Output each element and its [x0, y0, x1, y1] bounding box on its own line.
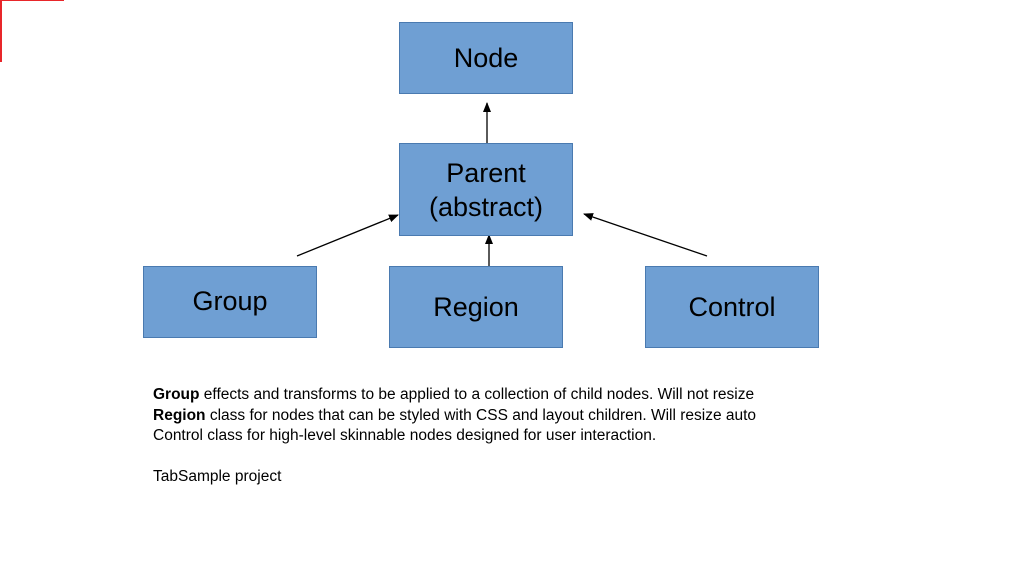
note-region: Region class for nodes that can be style… — [153, 406, 873, 427]
corner-mark — [0, 0, 64, 62]
arrow-control-to-parent — [583, 213, 708, 257]
note-spacer — [153, 447, 873, 468]
group-box: Group — [143, 266, 317, 338]
note-region-text: class for nodes that can be styled with … — [205, 406, 757, 424]
arrow-group-to-parent — [296, 214, 399, 257]
parent-box: Parent (abstract) — [399, 143, 573, 236]
note-group-term: Group — [153, 386, 200, 403]
description-notes: Group effects and transforms to be appli… — [153, 385, 873, 488]
note-project: TabSample project — [153, 468, 282, 485]
group-label: Group — [192, 286, 268, 316]
parent-sublabel: (abstract) — [428, 191, 544, 222]
region-box: Region — [389, 266, 563, 348]
node-box: Node — [399, 22, 573, 94]
note-group: Group effects and transforms to be appli… — [153, 385, 873, 406]
control-label: Control — [688, 292, 776, 322]
note-control: Control class for high-level skinnable n… — [153, 427, 657, 444]
node-label: Node — [453, 43, 519, 73]
control-box: Control — [645, 266, 819, 348]
note-group-text: effects and transforms to be applied to … — [199, 386, 755, 403]
parent-label: Parent — [446, 157, 526, 188]
note-region-term: Region — [153, 406, 206, 424]
region-label: Region — [433, 292, 519, 322]
